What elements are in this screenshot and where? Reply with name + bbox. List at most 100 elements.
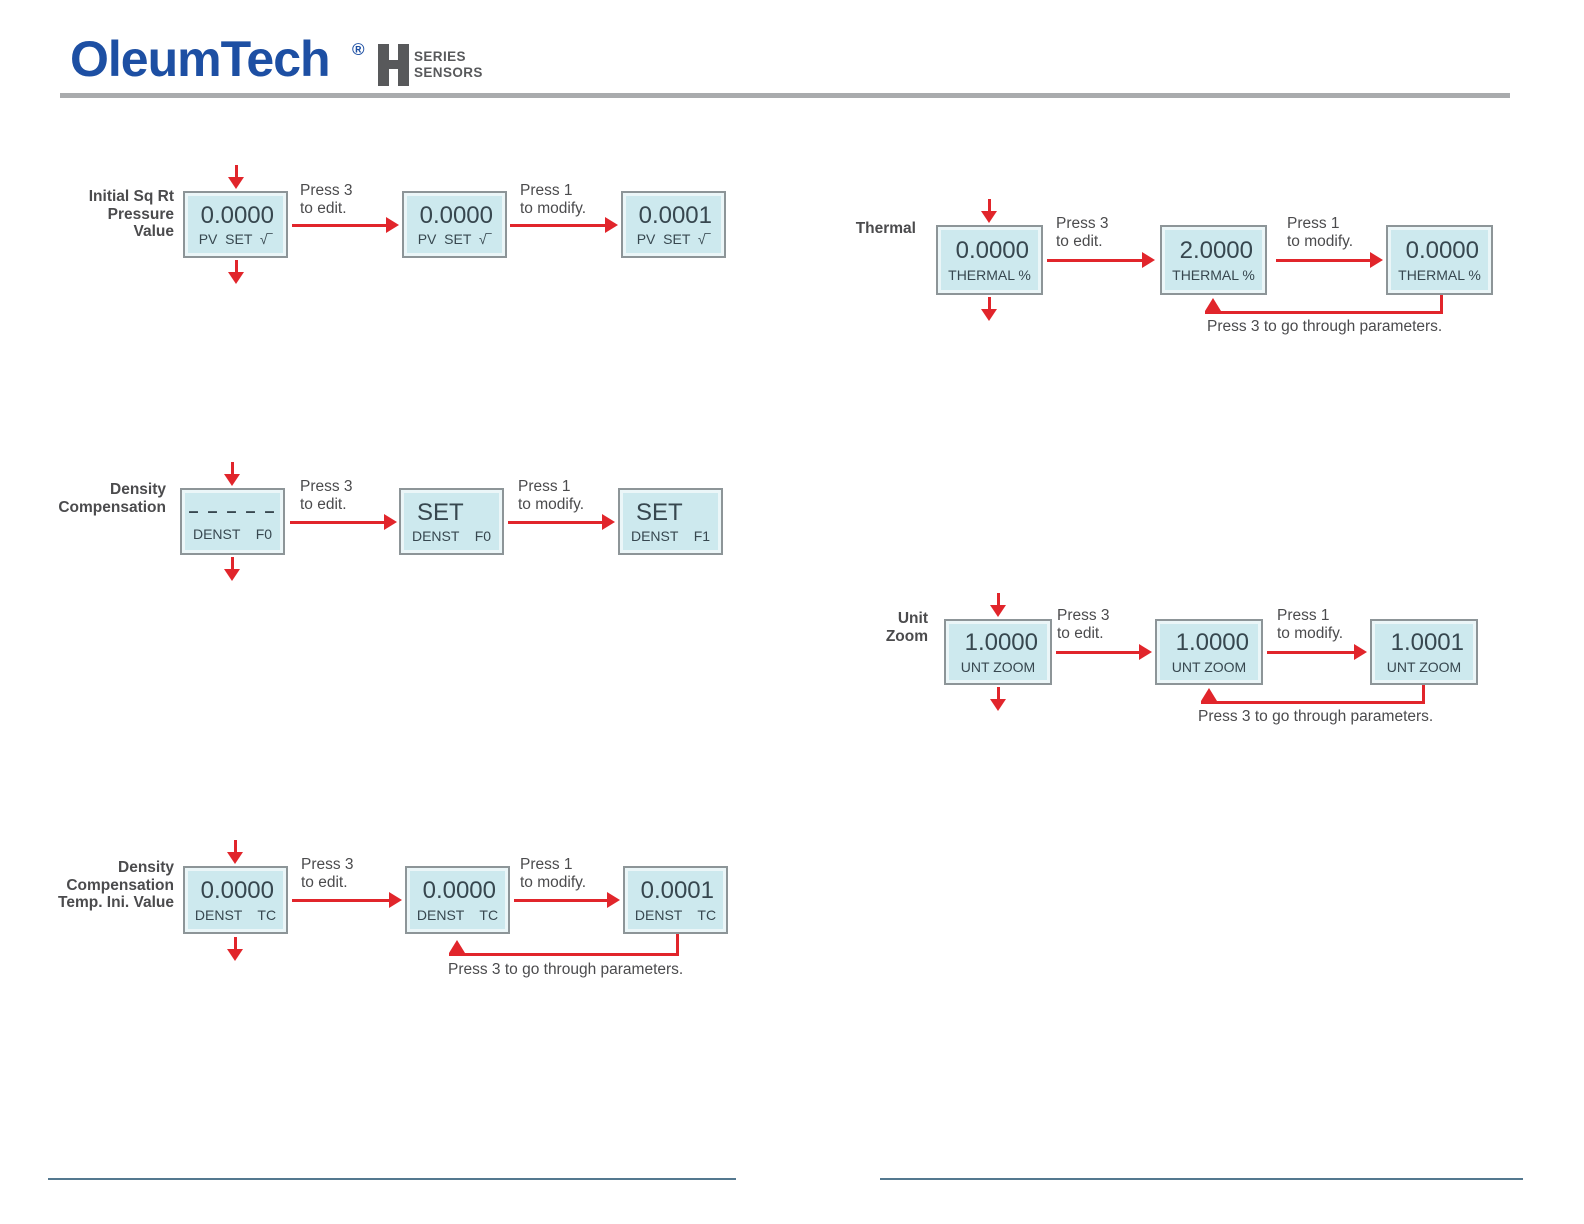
press-1-instruction: Press 1 to modify. <box>520 182 587 217</box>
lcd-display: SET DENST F0 <box>399 488 504 555</box>
arrow-down-icon <box>981 297 997 321</box>
registered-trademark-symbol: ® <box>352 40 365 59</box>
arrow-down-icon <box>981 199 997 223</box>
lcd-sub-label: DENST TC <box>194 906 277 923</box>
brand-logo: OleumTech <box>70 31 331 87</box>
loop-instruction: Press 3 to go through parameters. <box>1207 318 1443 335</box>
sensors-word: SENSORS <box>414 64 483 80</box>
lcd-display: 1.0000 UNT ZOOM <box>1155 619 1263 685</box>
lcd-value: 0.0000 <box>955 237 1029 265</box>
h-mark-crossbar <box>386 60 402 69</box>
lcd-display: 0.0000 DENST TC <box>405 866 510 934</box>
press-3-instruction: Press 3 to edit. <box>300 478 353 513</box>
lcd-display: 2.0000 THERMAL % <box>1160 225 1267 295</box>
arrow-down-icon <box>228 260 244 284</box>
arrow-down-icon <box>990 687 1006 711</box>
press-1-instruction: Press 1 to modify. <box>1287 215 1354 250</box>
press-3-instruction: Press 3 to edit. <box>1056 215 1109 250</box>
arrow-right-icon <box>1267 644 1367 660</box>
press-3-instruction: Press 3 to edit. <box>301 856 354 891</box>
loop-arrow-line <box>676 934 679 953</box>
arrow-up-icon <box>1205 298 1221 311</box>
lcd-sub-label: THERMAL % <box>1398 266 1481 283</box>
loop-arrow-line <box>449 953 679 956</box>
lcd-display: 0.0000 DENST TC <box>183 866 288 934</box>
loop-instruction: Press 3 to go through parameters. <box>448 961 684 978</box>
arrow-down-icon <box>224 557 240 581</box>
arrow-right-icon <box>292 217 399 233</box>
loop-arrow-line <box>1440 295 1443 311</box>
lcd-sub-label: DENST TC <box>416 906 499 923</box>
lcd-sub-label: DENST F1 <box>630 528 711 545</box>
lcd-display: 0.0001 PV SET √‾ <box>621 191 726 258</box>
lcd-sub-label: THERMAL % <box>948 266 1031 283</box>
h-series-logo-icon <box>378 44 410 86</box>
lcd-sub-label: THERMAL % <box>1172 266 1255 283</box>
lcd-value: SET <box>636 498 683 526</box>
lcd-value: 0.0000 <box>1405 237 1479 265</box>
h-mark-right-bar <box>398 44 409 86</box>
lcd-value: 0.0001 <box>638 201 712 229</box>
lcd-sub-label: UNT ZOOM <box>1386 658 1462 675</box>
arrow-right-icon <box>514 892 620 908</box>
arrow-down-icon <box>227 937 243 961</box>
arrow-down-icon <box>990 593 1006 617</box>
lcd-sub-label: DENST F0 <box>192 525 273 542</box>
arrow-right-icon <box>1056 644 1152 660</box>
arrow-right-icon <box>1276 252 1383 268</box>
header-divider <box>60 93 1510 98</box>
lcd-value: 0.0000 <box>422 877 496 905</box>
loop-arrow-line <box>1201 701 1425 704</box>
lcd-display: 0.0000 PV SET √‾ <box>183 191 288 258</box>
arrow-up-icon <box>1201 688 1217 701</box>
diagram-label: Density Compensation Temp. Ini. Value <box>58 859 174 911</box>
press-3-instruction: Press 3 to edit. <box>300 182 353 217</box>
lcd-display: SET DENST F1 <box>618 488 723 555</box>
diagram-label: Thermal <box>855 220 916 237</box>
diagram-label: Density Compensation <box>58 481 166 516</box>
arrow-right-icon <box>508 514 615 530</box>
lcd-sub-label: DENST F0 <box>411 528 492 545</box>
lcd-display: 0.0000 THERMAL % <box>936 225 1043 295</box>
arrow-up-icon <box>449 940 465 953</box>
arrow-down-icon <box>227 840 243 864</box>
lcd-value: 0.0001 <box>640 877 714 905</box>
lcd-value: 0.0000 <box>200 201 274 229</box>
press-1-instruction: Press 1 to modify. <box>520 856 587 891</box>
footer-divider-right <box>880 1178 1523 1180</box>
lcd-value: 0.0000 <box>419 201 493 229</box>
lcd-value: 0.0000 <box>200 877 274 905</box>
diagram-label: Unit Zoom <box>885 610 928 645</box>
lcd-value: 1.0000 <box>964 629 1038 657</box>
press-3-instruction: Press 3 to edit. <box>1057 607 1110 642</box>
lcd-value: – – – – – <box>188 501 277 522</box>
lcd-display: 0.0000 PV SET √‾ <box>402 191 507 258</box>
lcd-value: 1.0000 <box>1175 629 1249 657</box>
loop-arrow-line <box>1422 685 1425 701</box>
footer-divider-left <box>48 1178 736 1180</box>
lcd-sub-label: PV SET √‾ <box>198 231 273 248</box>
arrow-right-icon <box>292 892 402 908</box>
arrow-right-icon <box>510 217 618 233</box>
press-1-instruction: Press 1 to modify. <box>518 478 585 513</box>
arrow-right-icon <box>290 514 397 530</box>
series-word: SERIES <box>414 49 466 64</box>
lcd-value: 1.0001 <box>1390 629 1464 657</box>
lcd-display: 1.0001 UNT ZOOM <box>1370 619 1478 685</box>
press-1-instruction: Press 1 to modify. <box>1277 607 1344 642</box>
lcd-value: 2.0000 <box>1179 237 1253 265</box>
arrow-down-icon <box>224 462 240 486</box>
series-sensors-label: SERIES SENSORS <box>414 49 483 80</box>
lcd-sub-label: UNT ZOOM <box>1171 658 1247 675</box>
lcd-value: SET <box>417 498 464 526</box>
h-mark-left-bar <box>378 44 389 86</box>
loop-arrow-line <box>1205 311 1443 314</box>
arrow-down-icon <box>228 165 244 189</box>
lcd-sub-label: PV SET √‾ <box>417 231 492 248</box>
lcd-display: 1.0000 UNT ZOOM <box>944 619 1052 685</box>
lcd-sub-label: DENST TC <box>634 906 717 923</box>
lcd-display: 0.0001 DENST TC <box>623 866 728 934</box>
diagram-label: Initial Sq Rt Pressure Value <box>88 188 174 240</box>
loop-instruction: Press 3 to go through parameters. <box>1198 708 1434 725</box>
